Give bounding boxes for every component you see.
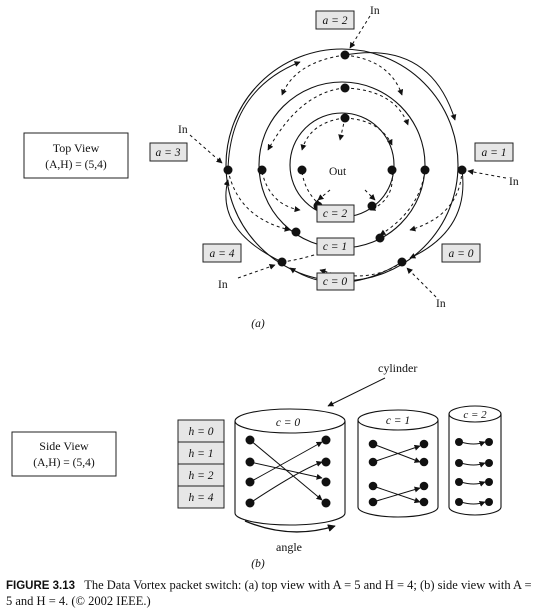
cylinder-label: c = 1 — [323, 241, 347, 253]
node — [397, 257, 407, 267]
node — [419, 439, 429, 449]
cylinder-label: c = 0 — [323, 276, 348, 288]
c2-nodes — [455, 438, 493, 506]
node — [457, 165, 467, 175]
node — [485, 498, 493, 506]
c2-links — [460, 441, 486, 507]
node — [485, 478, 493, 486]
ring-c1 — [258, 81, 426, 249]
node — [420, 165, 430, 175]
node — [340, 83, 350, 93]
angle-label: a = 4 — [209, 248, 234, 260]
node — [455, 438, 463, 446]
cylinder-c2 — [448, 405, 502, 516]
node — [485, 459, 493, 467]
node — [419, 481, 429, 491]
angle-labels: a = 2 a = 3 a = 1 a = 4 a = 0 — [149, 10, 514, 263]
c1-nodes — [368, 439, 429, 507]
node — [419, 497, 429, 507]
switch-nodes — [223, 50, 467, 267]
c0-nodes — [245, 435, 331, 508]
height-label: h = 4 — [188, 492, 213, 504]
node — [245, 498, 255, 508]
node — [368, 439, 378, 449]
node — [375, 233, 385, 243]
node — [340, 113, 350, 123]
angle-label: a = 3 — [155, 147, 180, 159]
node — [245, 435, 255, 445]
figure-caption-text: The Data Vortex packet switch: (a) top v… — [6, 578, 532, 608]
input-arrows — [189, 15, 507, 298]
node — [245, 457, 255, 467]
node — [321, 498, 331, 508]
c0-links — [249, 439, 323, 504]
side-view-box — [11, 431, 117, 477]
cylinder-label: c = 0 — [276, 417, 301, 429]
angle-label: a = 0 — [448, 248, 473, 260]
figure-caption: FIGURE 3.13 The Data Vortex packet switc… — [6, 578, 538, 609]
node — [367, 201, 377, 211]
node — [297, 165, 307, 175]
height-label: h = 1 — [188, 448, 213, 460]
node — [368, 481, 378, 491]
top-view-box — [23, 132, 129, 179]
in-label: In — [436, 298, 446, 310]
angle-label: a = 1 — [481, 147, 506, 159]
cylinder-c1 — [357, 409, 439, 518]
top-view-diagram: a = 2 a = 3 a = 1 a = 4 a = 0 c = 2 c = … — [23, 5, 519, 330]
angle-label: a = 2 — [322, 15, 347, 27]
node — [340, 50, 350, 60]
cylinder-label: c = 1 — [386, 415, 410, 427]
node — [419, 457, 429, 467]
in-label: In — [178, 124, 188, 136]
node — [321, 457, 331, 467]
cylinder-labels-top: c = 2 c = 1 c = 0 — [316, 204, 355, 291]
node — [485, 438, 493, 446]
cylinder-label: c = 2 — [323, 208, 348, 220]
sub-caption-a: (a) — [251, 318, 265, 330]
height-labels: h = 0 h = 1 h = 2 h = 4 — [177, 419, 225, 509]
cylinder-c0 — [234, 408, 346, 526]
node — [455, 478, 463, 486]
node — [387, 165, 397, 175]
side-view-params: (A,H) = (5,4) — [33, 457, 95, 469]
height-label: h = 0 — [188, 426, 213, 438]
cylinder-label: c = 2 — [463, 409, 487, 421]
node — [368, 497, 378, 507]
node — [257, 165, 267, 175]
side-view-diagram: Side View (A,H) = (5,4) h = 0 h = 1 h = … — [11, 361, 502, 570]
in-label: In — [370, 5, 380, 17]
side-view-title: Side View — [39, 439, 89, 453]
node — [321, 477, 331, 487]
node — [291, 227, 301, 237]
ring-c2 — [289, 112, 395, 218]
out-label: Out — [329, 166, 347, 178]
angle-callout: angle — [276, 540, 302, 554]
cylinder-callout-arrow — [327, 377, 386, 407]
node — [455, 459, 463, 467]
node — [321, 435, 331, 445]
figure-label: FIGURE 3.13 — [6, 580, 76, 592]
top-view-title: Top View — [53, 141, 100, 155]
node — [455, 498, 463, 506]
node — [223, 165, 233, 175]
top-view-params: (A,H) = (5,4) — [45, 159, 107, 171]
in-label: In — [509, 176, 519, 188]
node — [245, 477, 255, 487]
c1-links — [372, 443, 421, 504]
height-label: h = 2 — [188, 470, 213, 482]
cylinder-callout: cylinder — [378, 361, 417, 375]
in-label: In — [218, 279, 228, 291]
node — [277, 257, 287, 267]
node — [368, 457, 378, 467]
angle-arrow — [244, 520, 336, 533]
sub-caption-b: (b) — [251, 558, 265, 570]
